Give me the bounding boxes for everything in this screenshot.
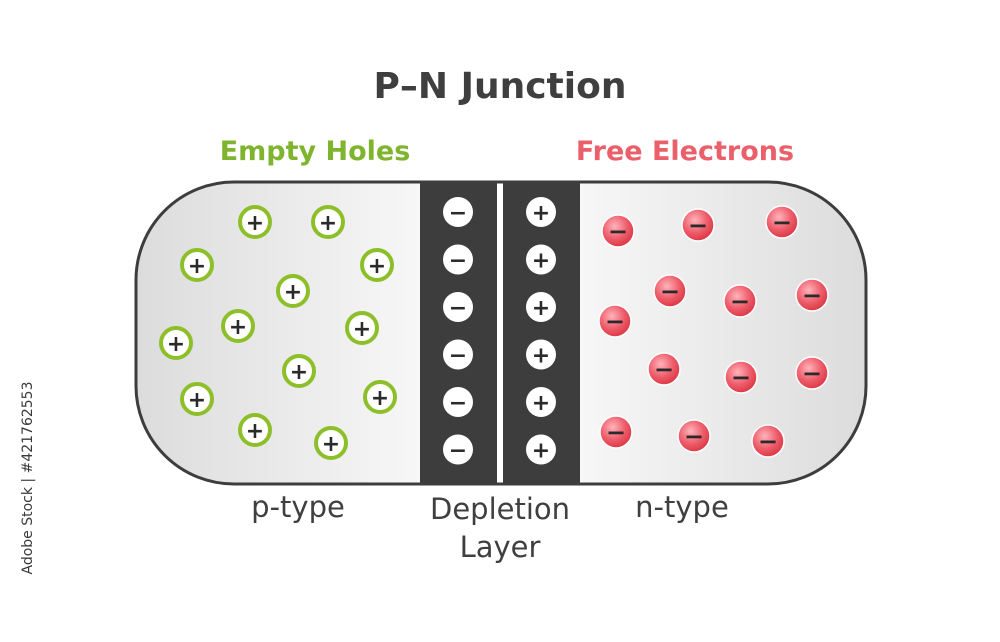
svg-text:−: − [730, 288, 750, 316]
holes-group: + + + + + + + + + + + + + [159, 205, 397, 460]
capsule-outline [134, 180, 868, 486]
hole: + [363, 380, 397, 414]
svg-text:−: − [772, 209, 792, 237]
svg-text:−: − [684, 423, 704, 451]
svg-text:−: − [608, 218, 628, 246]
hole: + [360, 248, 394, 282]
negative-ion: − [443, 434, 473, 465]
svg-text:+: + [532, 343, 550, 368]
positive-ion: + [526, 434, 556, 465]
svg-text:+: + [532, 438, 550, 463]
hole: + [282, 354, 316, 388]
p-type-label: p-type [251, 490, 345, 524]
depletion-label-line2: Layer [459, 530, 541, 564]
negative-ion: − [443, 292, 473, 322]
negative-ion: − [443, 339, 473, 370]
svg-text:−: − [449, 248, 467, 273]
depletion-band-positive [503, 182, 580, 484]
depletion-layer-label: Depletion Layer [380, 490, 620, 566]
hole: + [180, 382, 214, 416]
hole: + [345, 311, 379, 345]
svg-text:+: + [532, 296, 550, 321]
free-electrons-heading: Free Electrons [575, 136, 795, 167]
svg-text:+: + [188, 254, 206, 279]
negative-ion: − [443, 244, 473, 275]
positive-ion: + [526, 244, 556, 275]
svg-text:−: − [449, 438, 467, 463]
junction-gap [497, 182, 503, 484]
hole: + [314, 426, 348, 460]
svg-text:+: + [371, 386, 389, 411]
svg-text:−: − [688, 212, 708, 240]
hole: + [180, 248, 214, 282]
stock-watermark: Adobe Stock | #421762553 [20, 381, 36, 575]
empty-holes-heading: Empty Holes [219, 136, 411, 167]
svg-text:+: + [229, 315, 247, 340]
svg-text:+: + [284, 280, 302, 305]
positive-ion: + [526, 292, 556, 322]
hole: + [311, 205, 345, 239]
electron: − [723, 284, 757, 318]
hole: + [221, 309, 255, 343]
negative-ion: − [443, 197, 473, 227]
svg-text:+: + [167, 332, 185, 357]
svg-text:−: − [731, 364, 751, 392]
hole: + [276, 274, 310, 308]
svg-text:+: + [246, 419, 264, 444]
svg-text:+: + [322, 432, 340, 457]
svg-text:−: − [758, 428, 778, 456]
hole: + [238, 205, 272, 239]
electron: − [795, 278, 829, 312]
svg-text:−: − [654, 356, 674, 384]
svg-text:+: + [532, 201, 550, 226]
hole: + [159, 326, 193, 360]
svg-text:+: + [532, 248, 550, 273]
svg-text:+: + [532, 391, 550, 416]
svg-text:−: − [606, 419, 626, 447]
electrons-group: − − − − − − − − − − − − − [598, 205, 829, 458]
svg-text:−: − [449, 391, 467, 416]
svg-text:−: − [449, 343, 467, 368]
svg-text:−: − [449, 296, 467, 321]
depletion-label-line1: Depletion [429, 492, 571, 526]
depletion-band-negative [420, 182, 497, 484]
electron: − [765, 205, 799, 239]
depletion-ions-group: − + − + − + − + − + − + [443, 197, 556, 465]
electron: − [601, 214, 635, 248]
electron: − [681, 208, 715, 242]
electron: − [795, 356, 829, 390]
positive-ion: + [526, 387, 556, 417]
electron: − [598, 304, 632, 338]
svg-text:−: − [802, 360, 822, 388]
svg-text:+: + [353, 317, 371, 342]
positive-ion: + [526, 339, 556, 370]
svg-text:−: − [605, 308, 625, 336]
svg-text:−: − [802, 282, 822, 310]
svg-text:+: + [188, 388, 206, 413]
electron: − [751, 424, 785, 458]
positive-ion: + [526, 197, 556, 227]
electron: − [677, 419, 711, 453]
svg-text:+: + [319, 211, 337, 236]
electron: − [647, 352, 681, 386]
svg-text:+: + [368, 254, 386, 279]
electron: − [599, 415, 633, 449]
n-type-label: n-type [635, 490, 729, 524]
electron: − [653, 274, 687, 308]
electron: − [724, 360, 758, 394]
hole: + [238, 413, 272, 447]
diagram-title: P–N Junction [373, 66, 627, 107]
svg-text:−: − [449, 201, 467, 226]
negative-ion: − [443, 387, 473, 417]
svg-text:+: + [290, 360, 308, 385]
svg-text:+: + [246, 211, 264, 236]
svg-text:−: − [660, 278, 680, 306]
